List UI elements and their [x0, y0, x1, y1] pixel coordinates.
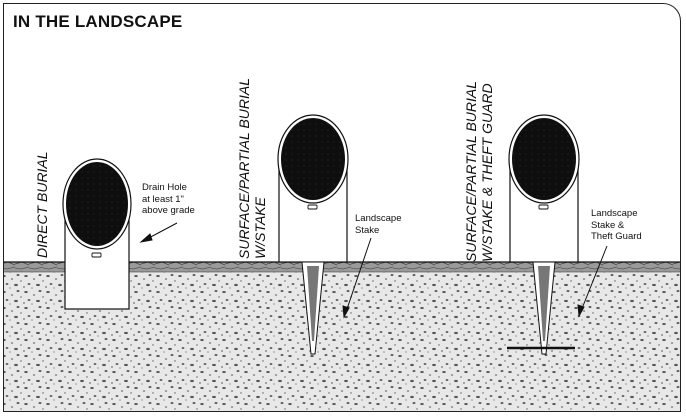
callout-drain-hole: Drain Hole at least 1" above grade [142, 182, 195, 216]
speaker-unit-stake [277, 114, 349, 355]
method-label-stake-theft-guard: SURFACE/PARTIAL BURIAL W/STAKE & THEFT G… [463, 80, 495, 262]
landscape-illustration [4, 114, 680, 411]
leader-arrow-stake [342, 237, 372, 319]
leader-arrow-theft-guard [577, 245, 608, 318]
callout-landscape-stake: Landscape Stake [355, 213, 402, 236]
speaker-unit-stake-theft-guard [507, 114, 580, 355]
callout-stake-theft-guard: Landscape Stake & Theft Guard [591, 208, 642, 242]
leader-arrow-drain [139, 222, 178, 243]
speaker-unit-direct-burial [62, 158, 132, 310]
method-label-direct-burial: DIRECT BURIAL [34, 151, 50, 258]
diagram-title: IN THE LANDSCAPE [13, 12, 183, 31]
diagram-frame [3, 3, 681, 412]
method-label-stake: SURFACE/PARTIAL BURIAL W/STAKE [236, 77, 268, 259]
drain-hole [91, 252, 102, 258]
grass-layer [4, 262, 680, 272]
